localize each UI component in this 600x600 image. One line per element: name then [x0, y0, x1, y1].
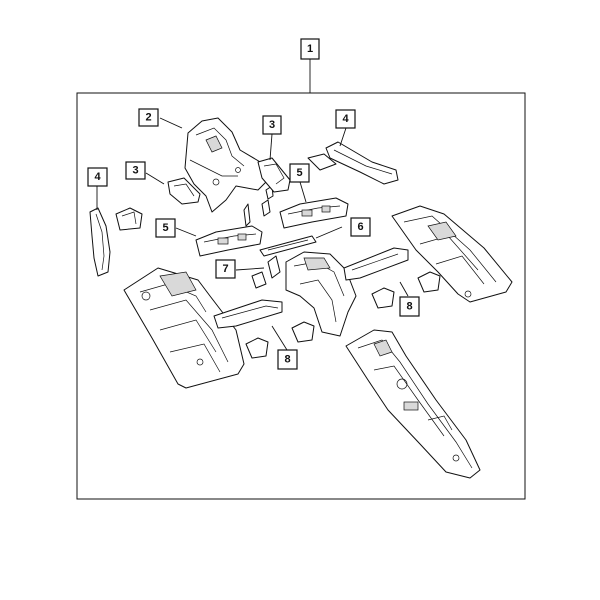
diagram-frame — [76, 92, 526, 500]
part-2-tunnel-riser — [184, 117, 269, 213]
part-5-crossmember-lower — [195, 225, 263, 257]
callout-4a: 4 — [335, 109, 356, 129]
part-8-rail-right — [343, 247, 409, 281]
callout-3b: 3 — [125, 161, 146, 180]
part-floor-pan-right — [391, 205, 513, 303]
part-8-blocks — [245, 271, 441, 359]
part-3-bracket-upper — [257, 157, 291, 193]
callout-8a-label: 8 — [406, 301, 412, 313]
leader-lines — [96, 59, 409, 351]
part-8-rail-left — [213, 299, 283, 329]
callout-2: 2 — [138, 108, 159, 127]
callout-3a-label: 3 — [269, 119, 275, 131]
callout-4b: 4 — [87, 167, 108, 187]
callout-4b-label: 4 — [94, 171, 101, 183]
callout-8b-label: 8 — [284, 354, 290, 366]
callout-7: 7 — [215, 259, 236, 279]
callout-6: 6 — [350, 217, 371, 237]
part-center-tunnel — [285, 251, 357, 337]
callout-4a-label: 4 — [342, 113, 349, 125]
callout-5b-label: 5 — [162, 222, 168, 234]
part-6-reinforcement-bar — [259, 235, 317, 257]
part-5-crossmember-upper — [279, 197, 349, 229]
part-4-curved-member-left — [89, 207, 111, 277]
callout-3a: 3 — [262, 115, 282, 135]
callout-8b: 8 — [277, 349, 298, 370]
part-4-crossmember-right — [307, 141, 399, 185]
part-floor-pan-left — [123, 267, 245, 389]
callout-1: 1 — [300, 38, 320, 60]
callout-5a-label: 5 — [296, 167, 302, 179]
callout-5b: 5 — [155, 218, 176, 238]
part-small-bracket-left — [115, 207, 143, 231]
callout-1-label: 1 — [307, 43, 313, 55]
callout-6-label: 6 — [357, 221, 363, 233]
callout-2-label: 2 — [145, 112, 151, 124]
part-small-fasteners — [243, 185, 274, 227]
part-floor-rear-center — [345, 329, 481, 479]
part-7-bracket — [251, 255, 281, 289]
callout-7-label: 7 — [222, 263, 228, 275]
part-3-bracket-left — [167, 177, 201, 205]
callout-5a: 5 — [289, 163, 310, 183]
callout-3b-label: 3 — [132, 165, 138, 177]
callout-8a: 8 — [399, 296, 420, 317]
